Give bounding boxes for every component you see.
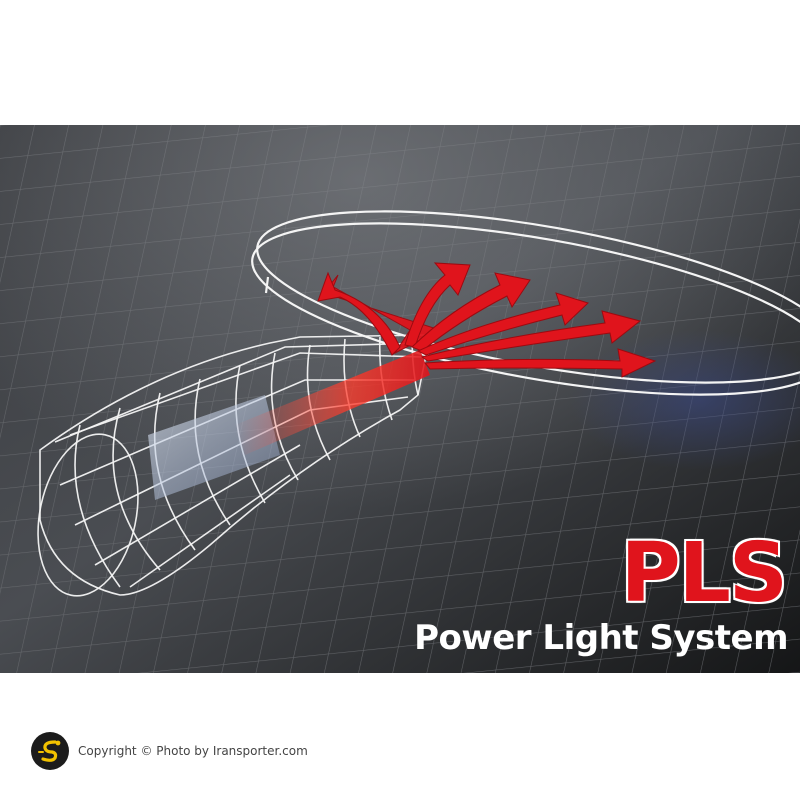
power-channel: [235, 350, 430, 455]
product-banner: PLS Power Light System: [0, 125, 800, 673]
banner-illustration: [0, 125, 800, 673]
product-title: PLS: [620, 526, 788, 621]
copyright-text: Copyright © Photo by Iransporter.com: [78, 744, 308, 758]
iransporter-logo-icon: [31, 732, 69, 770]
power-arrows: [317, 262, 657, 378]
product-subtitle: Power Light System: [414, 618, 788, 658]
copyright-footer: Copyright © Photo by Iransporter.com: [30, 730, 308, 772]
